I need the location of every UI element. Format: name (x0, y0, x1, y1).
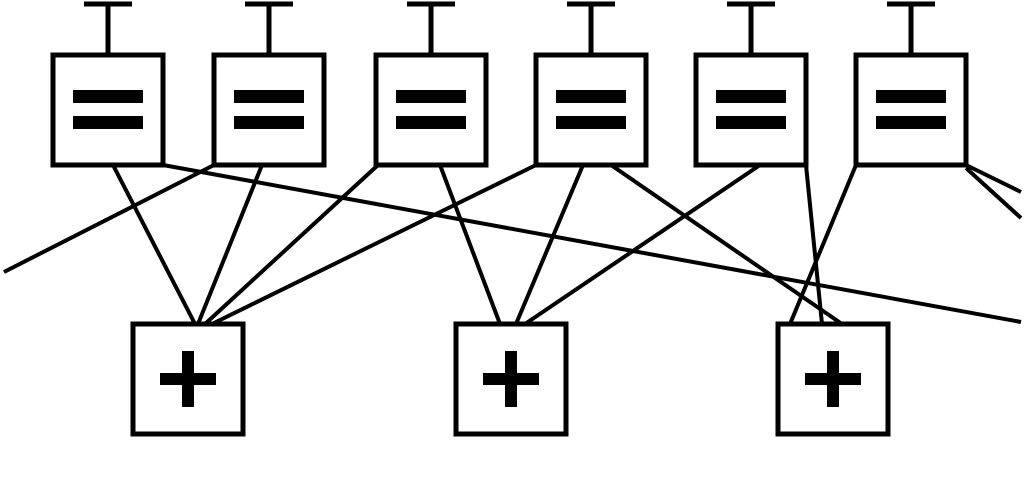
sensor-node-sensor-1[interactable] (50, 1, 166, 168)
equals-icon-bar-bottom (716, 116, 786, 129)
connection-line-link-6 (438, 164, 502, 325)
equals-icon-bar-top (73, 90, 143, 103)
connection-line-link-4 (196, 164, 264, 325)
equals-icon-bar-top (396, 90, 466, 103)
sensor-node-sensor-5[interactable] (693, 1, 809, 168)
equals-icon-bar-bottom (234, 116, 304, 129)
sensor-node-box[interactable] (211, 52, 327, 168)
plus-icon-vertical (505, 351, 517, 407)
sensor-node-box[interactable] (693, 52, 809, 168)
connection-line-link-8 (514, 164, 585, 325)
adder-nodes-layer (130, 321, 891, 437)
plus-icon-vertical (827, 351, 839, 407)
equals-icon-bar-bottom (396, 116, 466, 129)
connection-line-link-1 (111, 164, 197, 325)
sensor-node-sensor-4[interactable] (533, 1, 649, 168)
adder-node-adder-2[interactable] (453, 321, 569, 437)
sensor-node-sensor-3[interactable] (373, 1, 489, 168)
adder-node-adder-1[interactable] (130, 321, 246, 437)
connection-line-link-3 (3, 163, 215, 274)
sensor-node-sensor-6[interactable] (853, 1, 969, 168)
equals-icon-bar-top (556, 90, 626, 103)
connection-line-link-7 (211, 163, 537, 326)
sensor-node-box[interactable] (50, 52, 166, 168)
sensor-node-box[interactable] (533, 52, 649, 168)
connection-line-link-11 (804, 164, 824, 325)
equals-icon-bar-bottom (73, 116, 143, 129)
connection-line-link-9 (609, 163, 844, 326)
sensor-node-sensor-2[interactable] (211, 1, 327, 168)
equals-icon-bar-top (234, 90, 304, 103)
sensor-nodes-layer (50, 1, 969, 168)
connection-line-link-13 (965, 163, 1022, 194)
adder-node-adder-3[interactable] (775, 321, 891, 437)
links-layer (3, 163, 1023, 326)
equals-icon-bar-bottom (556, 116, 626, 129)
equals-icon-bar-bottom (876, 116, 946, 129)
equals-icon-bar-top (876, 90, 946, 103)
equals-icon-bar-top (716, 90, 786, 103)
sensor-node-box[interactable] (853, 52, 969, 168)
connection-line-link-10 (523, 163, 762, 326)
connection-line-link-5 (203, 163, 380, 326)
connection-line-link-14 (964, 166, 1023, 220)
plus-icon-vertical (182, 351, 194, 407)
sensor-node-box[interactable] (373, 52, 489, 168)
connection-line-link-2 (162, 163, 1022, 324)
connection-line-link-12 (788, 164, 858, 325)
